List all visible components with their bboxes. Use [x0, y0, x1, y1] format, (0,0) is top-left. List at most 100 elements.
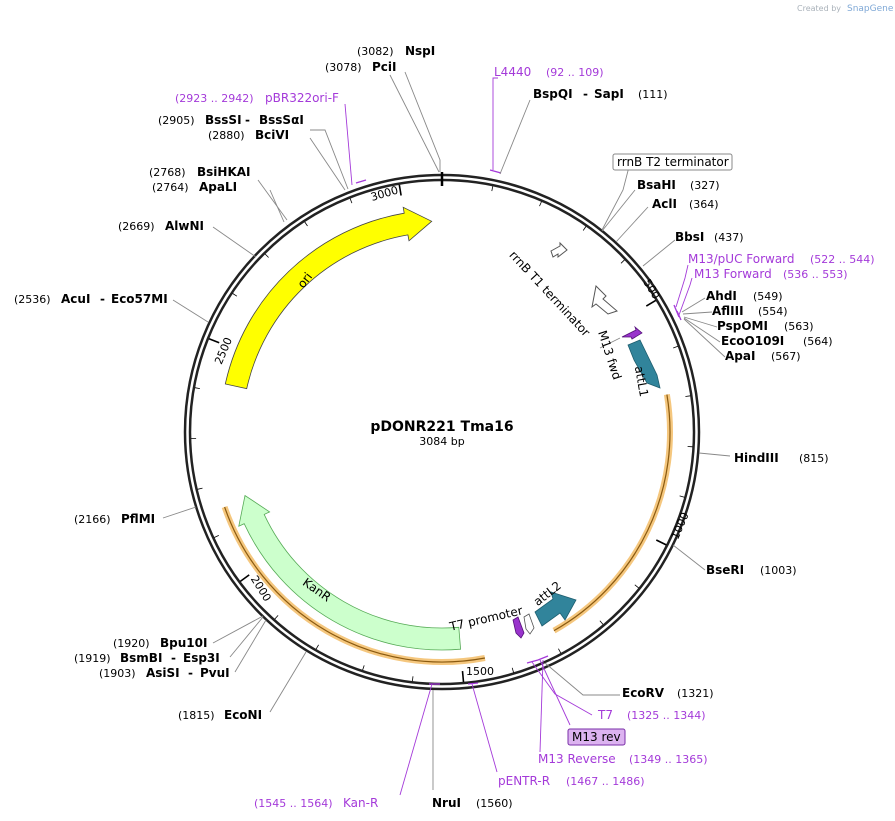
tick-label-3000: 3000: [369, 184, 399, 204]
site-name-acli: AclI: [652, 197, 677, 211]
svg-text:-: -: [245, 113, 250, 127]
primer-leader-pentr-r: [471, 683, 498, 773]
rrnb-t1-feature-arrow[interactable]: [591, 284, 618, 315]
site-name-apai: ApaI: [725, 349, 755, 363]
tick-mark: [685, 395, 691, 397]
primer-name-l4440: L4440: [494, 65, 531, 79]
site-name-afliii: AflIII: [712, 304, 744, 318]
site-pos-afliii: (554): [758, 305, 788, 318]
site-pos-bsssi: (2905): [158, 114, 195, 127]
leader-bpu10i: [212, 615, 264, 644]
primer-leader-kan-r: [399, 683, 433, 796]
tick-mark: [197, 487, 203, 490]
plasmid-name: pDONR221 Tma16: [370, 419, 513, 435]
site-name-bbsi: BbsI: [675, 230, 704, 244]
primer-leader-m13-fwd: [678, 277, 693, 316]
ori-feature-arrow[interactable]: [224, 206, 433, 390]
primer-name-m13-puc-forward: M13/pUC Forward: [688, 252, 795, 266]
site-pos-bpu10i: (1920): [113, 637, 150, 650]
tick-mark: [599, 620, 604, 625]
primer-range-m13-reverse: (1349 .. 1365): [629, 753, 708, 766]
tick-mark: [645, 299, 657, 307]
tick-mark: [673, 345, 679, 349]
leader-bsahi: [601, 189, 636, 232]
site-pos-nspi: (3082): [357, 45, 394, 58]
tick-mark: [620, 259, 625, 264]
site-name-bsssai: BssSαI: [259, 113, 304, 127]
leader-m13fwd: [599, 337, 621, 349]
svg-text:-: -: [583, 87, 588, 101]
site-name-bsmbi: BsmBI: [120, 651, 162, 665]
leader-acli: [615, 206, 649, 243]
site-pos-nrui: (1560): [476, 797, 513, 810]
plasmid-length: 3084 bp: [419, 435, 464, 448]
attl1-feature-arrow[interactable]: [627, 339, 661, 389]
orf-right-arc[interactable]: [552, 394, 674, 634]
m13-rev-feature-arrow[interactable]: [512, 616, 525, 639]
tick-mark: [194, 387, 200, 389]
svg-text:-: -: [100, 292, 105, 306]
primer-leader-m13-rev: [539, 659, 571, 726]
tick-mark: [679, 495, 685, 498]
tick-mark: [304, 221, 308, 227]
site-name-beri: BseRI: [706, 563, 744, 577]
site-name-bcivi: BciVI: [255, 128, 289, 142]
tick-mark: [634, 584, 639, 589]
tick-mark: [214, 535, 219, 538]
site-name-esp3i: Esp3I: [183, 651, 220, 665]
leader-bseri: [672, 544, 706, 571]
credit-text: Created by: [797, 4, 841, 13]
site-pos-bsmbi: (1919): [74, 652, 111, 665]
tick-mark: [582, 226, 587, 231]
feature-label-rrnb-t1: rrnB T1 terminator: [506, 248, 592, 339]
leader-alwni: [212, 226, 257, 258]
tick-mark: [461, 671, 465, 683]
primer-range-m13-puc-forward: (522 .. 544): [810, 253, 875, 266]
site-name-bspqi: BspQI: [533, 87, 573, 101]
primer-range-pentr-r: (1467 .. 1486): [566, 775, 645, 788]
leader-lines: [162, 71, 731, 790]
tick-label-1500: 1500: [466, 665, 494, 678]
tick-mark: [315, 644, 319, 650]
site-name-ecoo109i: EcoO109I: [721, 334, 784, 348]
primer-mark-t7: [526, 659, 539, 664]
site-pos-ecoo109i: (564): [803, 335, 833, 348]
site-name-pvui: PvuI: [200, 666, 230, 680]
tick-mark: [491, 186, 494, 192]
t7-promoter-feature-arrow[interactable]: [523, 613, 535, 635]
m13-fwd-feature-arrow[interactable]: [621, 325, 643, 340]
rrnb-t2-feature-arrow[interactable]: [550, 241, 568, 259]
tick-mark: [208, 337, 220, 344]
site-name-asisi: AsiSI: [146, 666, 180, 680]
primer-name-kan-r: Kan-R: [343, 796, 378, 810]
primer-name-m13-forward: M13 Forward: [694, 267, 772, 281]
primer-range-l4440: (92 .. 109): [546, 66, 604, 79]
primer-leader-m13-reverse: [539, 659, 544, 753]
t2-terminator-label: rrnB T2 terminator: [617, 155, 729, 169]
primer-range-pbr322ori-f: (2923 .. 2942): [175, 92, 254, 105]
primer-marks: [355, 169, 682, 685]
leader-ahdi: [681, 297, 706, 313]
leader-t2: [601, 162, 631, 231]
site-name-pflmi: PflMI: [121, 512, 155, 526]
site-name-bpu10i: Bpu10I: [160, 636, 207, 650]
site-name-nrui: NruI: [432, 796, 461, 810]
leader-bbsi: [642, 239, 676, 267]
feature-arcs: [221, 206, 674, 665]
tick-label-500: 500: [640, 277, 662, 302]
site-pos-acui: (2536): [14, 293, 51, 306]
site-pos-ahdi: (549): [753, 290, 783, 303]
tick-mark: [558, 648, 562, 654]
site-name-nspi: NspI: [405, 44, 435, 58]
tick-mark: [398, 184, 402, 196]
feature-label-attl1: attL1: [632, 365, 651, 398]
leader-bssi: [310, 129, 349, 190]
feature-label-t7-promoter: T7 promoter: [447, 603, 524, 634]
feature-label-m13-fwd: M13 fwd: [595, 329, 624, 382]
primer-range-kan-r: (1545 .. 1564): [254, 797, 333, 810]
attl2-feature-arrow[interactable]: [534, 591, 577, 627]
site-pos-acli: (364): [689, 198, 719, 211]
kanr-feature-arrow[interactable]: [238, 494, 462, 651]
primer-leader-m13-puc: [675, 264, 689, 308]
site-pos-beri: (1003): [760, 564, 797, 577]
